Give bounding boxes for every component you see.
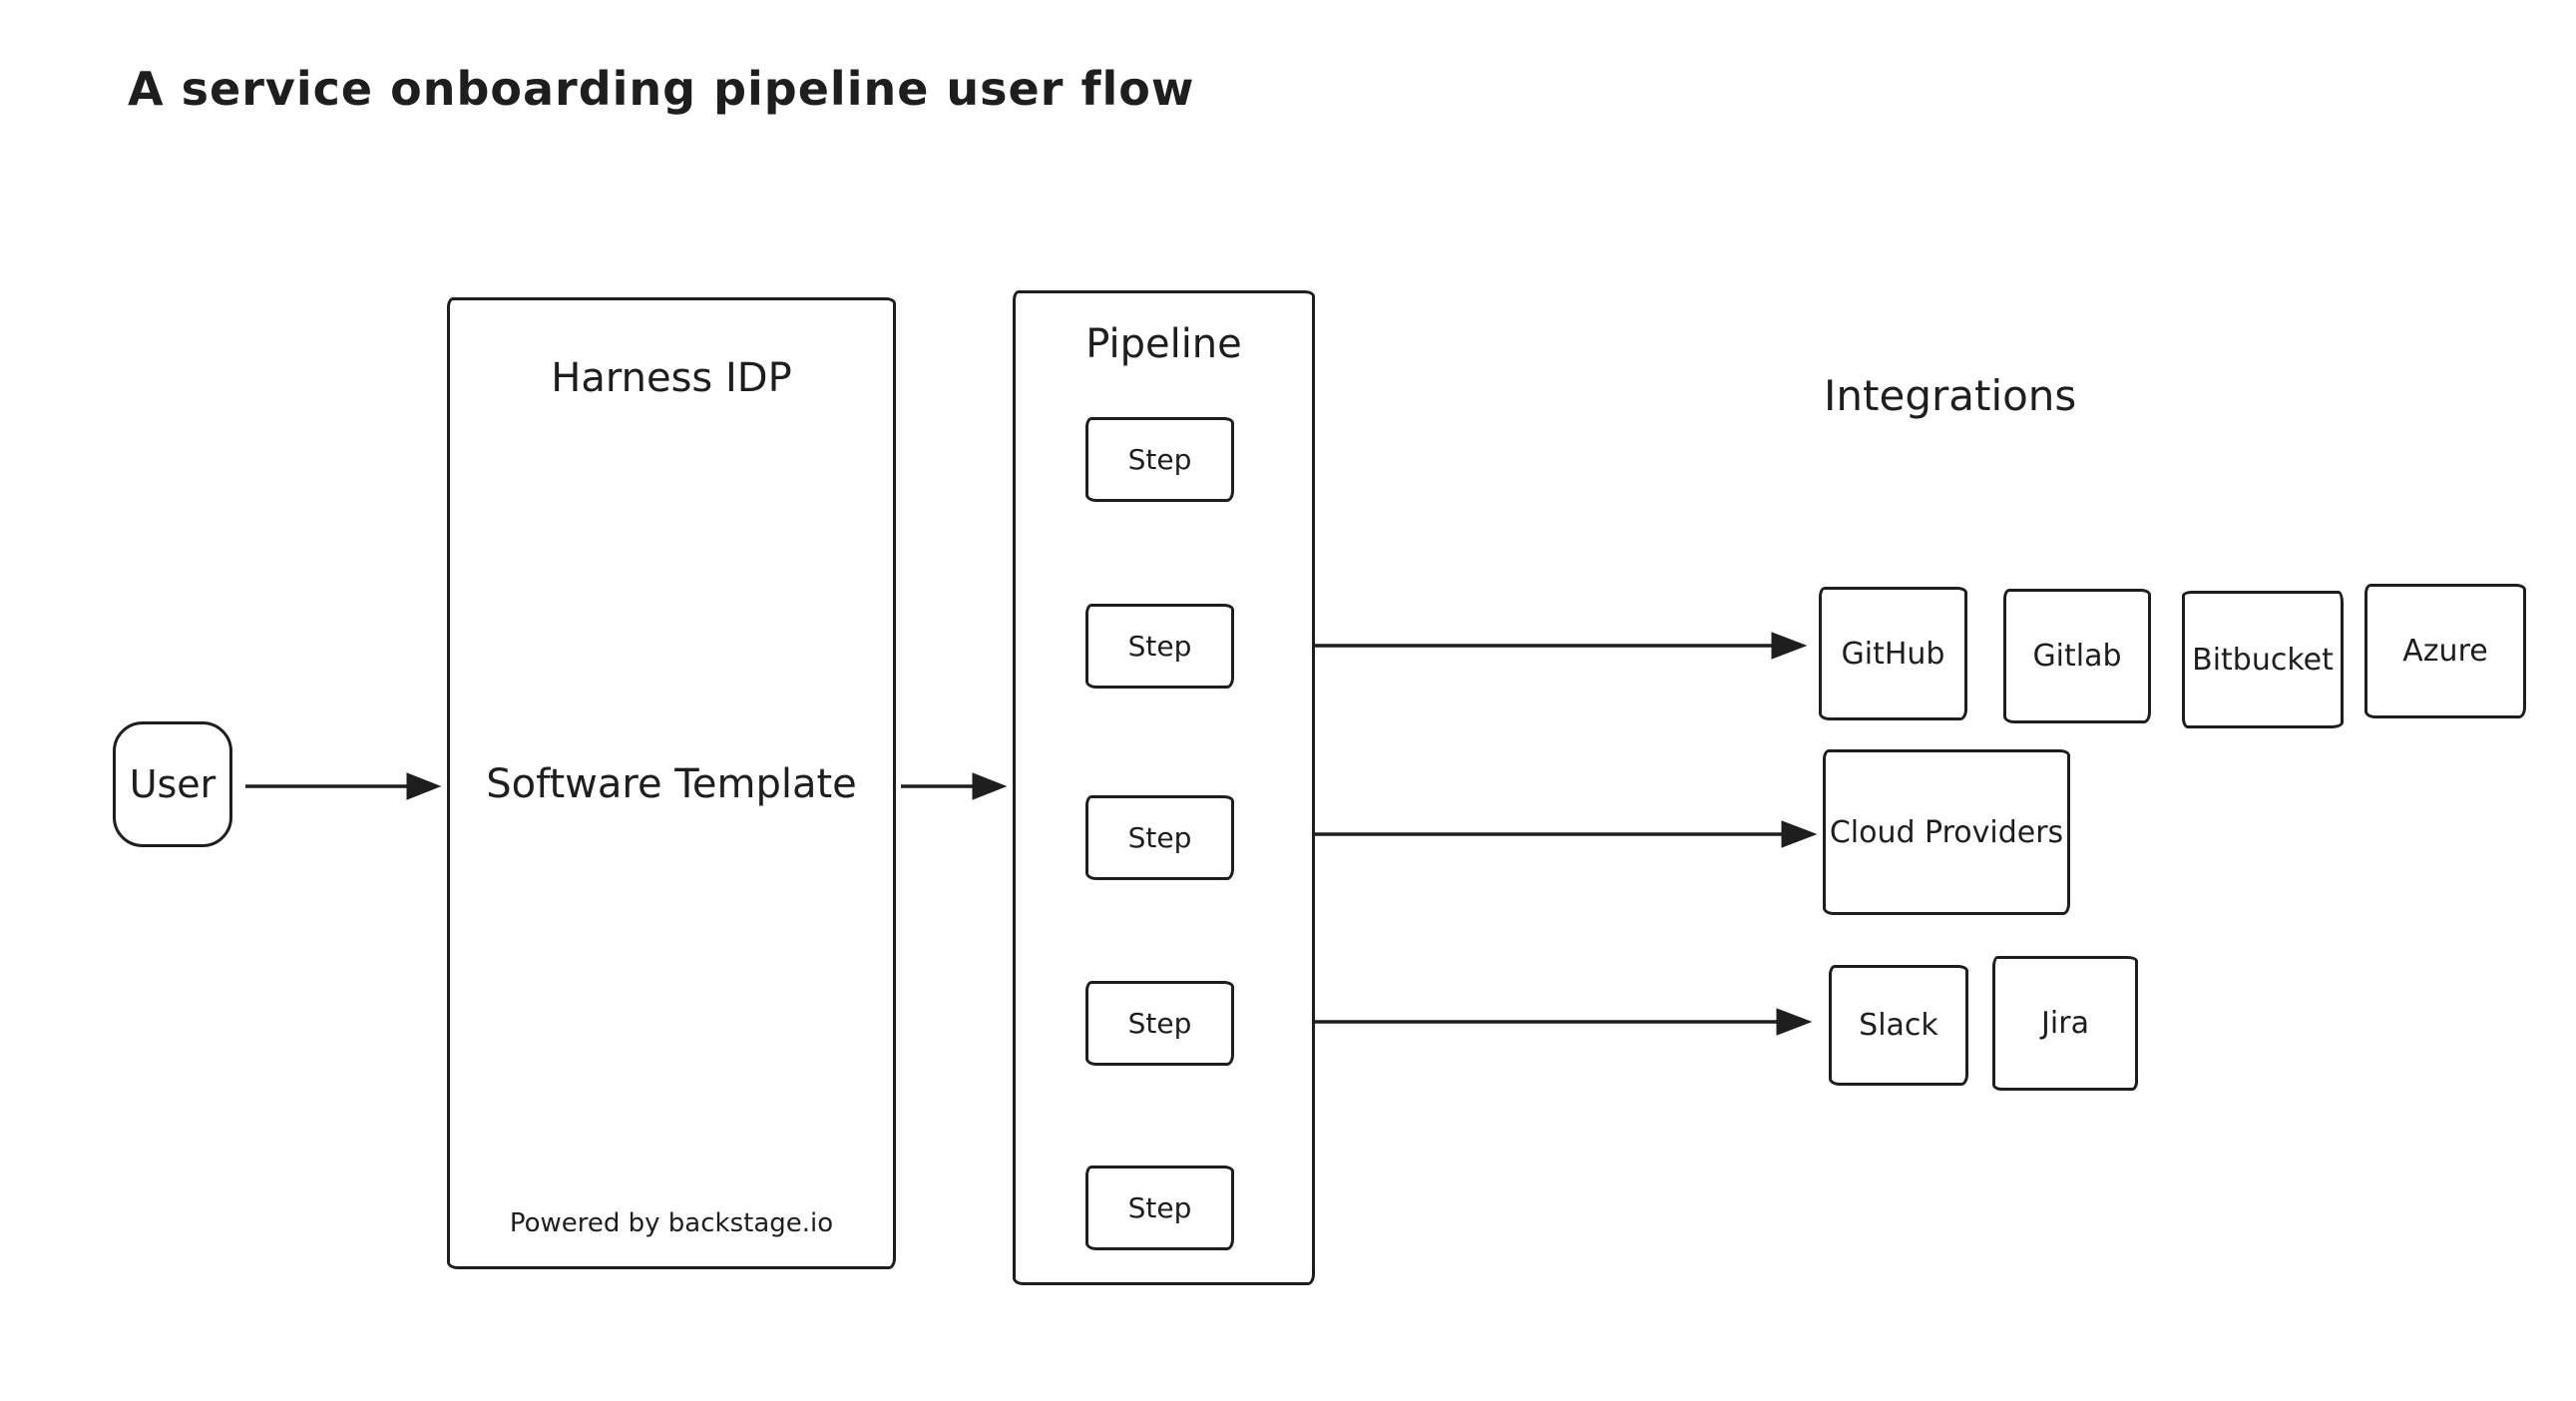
- arrow-step4-to-messaging: [1261, 1008, 1813, 1036]
- pipeline-step-4: Step: [1085, 981, 1234, 1066]
- arrow-user-to-idp: [245, 772, 442, 800]
- user-node: User: [113, 721, 232, 847]
- harness-idp-title: Harness IDP: [551, 355, 792, 401]
- integration-cloud-providers: Cloud Providers: [1823, 749, 2070, 915]
- diagram-title: A service onboarding pipeline user flow: [128, 62, 1195, 116]
- software-template-label: Software Template: [486, 761, 857, 807]
- integration-slack: Slack: [1829, 965, 1968, 1086]
- user-label: User: [129, 762, 216, 806]
- integration-github: GitHub: [1819, 587, 1967, 720]
- integration-jira: Jira: [1992, 956, 2138, 1091]
- pipeline-title: Pipeline: [1085, 321, 1242, 367]
- harness-idp-node: Harness IDP Software Template Powered by…: [447, 297, 896, 1269]
- pipeline-step-3: Step: [1085, 795, 1234, 880]
- arrow-step2-to-scm: [1247, 632, 1808, 660]
- pipeline-step-1: Step: [1085, 417, 1234, 502]
- arrow-idp-to-pipeline: [901, 772, 1008, 800]
- arrow-step3-to-cloud: [1257, 820, 1818, 848]
- pipeline-step-5: Step: [1085, 1166, 1234, 1250]
- pipeline-step-2: Step: [1085, 604, 1234, 689]
- integration-bitbucket: Bitbucket: [2182, 591, 2344, 728]
- integration-azure: Azure: [2364, 584, 2526, 718]
- integration-gitlab: Gitlab: [2003, 589, 2151, 723]
- powered-by-backstage-label: Powered by backstage.io: [509, 1208, 834, 1238]
- integrations-heading: Integrations: [1824, 371, 2077, 420]
